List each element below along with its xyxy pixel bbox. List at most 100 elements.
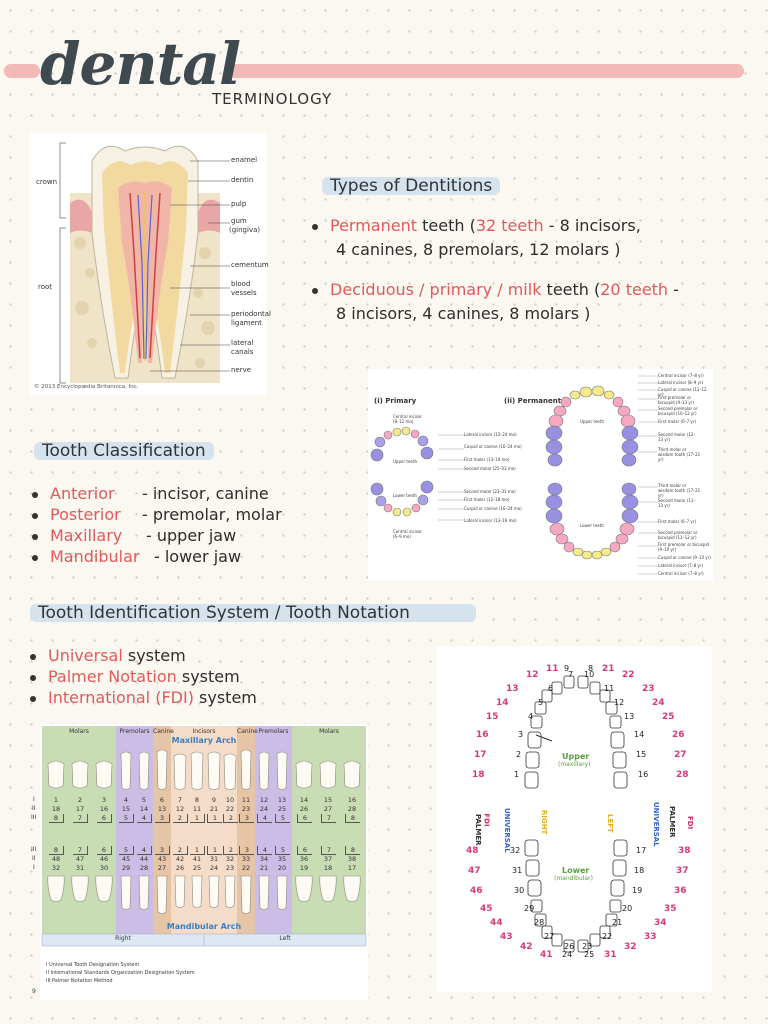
label-periodontal: periodontal	[231, 310, 271, 318]
tooth-number: 48	[51, 855, 61, 863]
universal-label-left: UNIVERSAL	[652, 802, 660, 847]
lower-arch-label: Lower	[562, 866, 590, 875]
primary-label-second-molar-lower: Second molar (23–31 mo)	[464, 489, 516, 494]
label-lateral: lateral	[231, 339, 254, 347]
arch-tooth-number: 31	[512, 866, 523, 875]
fdi-label-left: FDI	[686, 816, 694, 830]
arch-tooth-number: 6	[548, 684, 554, 693]
label-pulp: pulp	[231, 200, 247, 208]
arch-tooth-number: 48	[466, 846, 479, 856]
term-universal: Universal	[48, 646, 123, 665]
tooth-number: 2	[173, 814, 188, 823]
arch-tooth-number: 17	[474, 750, 487, 760]
tooth-number: 18	[323, 864, 333, 872]
tooth-number: 22	[225, 805, 235, 813]
perm-lower-3: Second premolar or bicuspid (11–12 yr)	[658, 530, 698, 540]
tooth-number: 6	[297, 814, 312, 823]
perm-upper-1: Lateral incisor (8–9 yr)	[658, 380, 704, 385]
tooth-number: 13	[277, 796, 287, 804]
row-mark-I-lower: I	[33, 864, 35, 871]
tooth-number: 16	[347, 796, 357, 804]
tooth-number: 4	[137, 814, 152, 823]
arch-tooth-number: 33	[644, 932, 657, 942]
group-canine-left: Canine	[237, 728, 258, 735]
arch-tooth-number: 34	[654, 918, 667, 928]
desc-posterior: - premolar, molar	[142, 505, 282, 524]
group-incisors: Incisors	[192, 728, 216, 735]
classification-heading: Tooth Classification	[34, 442, 214, 460]
tooth-cross-section-figure: enamel dentin pulp gum (gingiva) cementu…	[30, 133, 271, 395]
tooth-number: 17	[347, 864, 357, 872]
arch-tooth-number: 2	[516, 750, 522, 759]
side-right-label: RIGHT	[540, 810, 548, 835]
term-fdi: International (FDI)	[48, 688, 194, 707]
arch-tooth-number: 21	[612, 918, 623, 927]
primary-label-second-molar-upper: Second molar (25–33 mo)	[464, 466, 516, 471]
tooth-number: 16	[99, 805, 109, 813]
tooth-number: 3	[101, 796, 107, 804]
primary-label-first-molar-upper: First molar (13–19 mo)	[464, 457, 510, 462]
tooth-number: 30	[99, 864, 109, 872]
tooth-number: 2	[173, 846, 188, 855]
primary-label-canine-lower: Cuspid or canine (16–24 mo)	[464, 506, 522, 511]
legend-iso: II International Standards Organization …	[46, 970, 195, 976]
perm-lower-5: Cuspid or canine (9–10 yr)	[658, 555, 711, 560]
tooth-number: 11	[192, 805, 202, 813]
term-deciduous: Deciduous / primary / milk	[330, 280, 542, 299]
arch-tooth-number: 10	[584, 670, 595, 679]
tooth-number: 11	[241, 796, 251, 804]
tooth-number: 8	[194, 796, 200, 804]
tooth-number: 8	[345, 814, 360, 823]
desc-anterior: - incisor, canine	[142, 484, 269, 503]
arch-tooth-number: 15	[636, 750, 647, 759]
arch-tooth-number: 14	[496, 698, 509, 708]
tooth-number: 25	[192, 864, 202, 872]
tooth-number: 32	[51, 864, 61, 872]
permanent-line2: 4 canines, 8 premolars, 12 molars )	[336, 240, 621, 259]
perm-lower-0: Third molar or wisdom tooth (17–21 yr)	[658, 483, 701, 498]
tooth-number: 7	[321, 814, 336, 823]
arch-tooth-number: 11	[546, 664, 559, 674]
tooth-number: 14	[139, 805, 149, 813]
tooth-number: 1	[190, 846, 205, 855]
tooth-number: 4	[137, 846, 152, 855]
notation-chart: Molars Premolars Canine Incisors Canine …	[31, 724, 368, 1000]
tooth-number: 41	[192, 855, 202, 863]
tooth-number: 8	[345, 846, 360, 855]
primary-label-lateral-lower: Lateral incisor (13–16 mo)	[464, 518, 517, 523]
label-gingiva: (gingiva)	[229, 226, 261, 234]
tooth-number: 36	[299, 855, 309, 863]
arch-tooth-number: 21	[602, 664, 615, 674]
tooth-number: 46	[99, 855, 109, 863]
tooth-number: 3	[239, 814, 254, 823]
tooth-number: 17	[75, 805, 85, 813]
primary-upper-teeth-label: Upper teeth	[393, 459, 417, 464]
arch-tooth-number: 8	[588, 664, 594, 673]
tooth-number: 28	[139, 864, 149, 872]
arch-tooth-number: 35	[664, 904, 677, 914]
tooth-number: 7	[73, 814, 88, 823]
perm-lower-4: First premolar or bicuspid (9–10 yr)	[658, 542, 710, 552]
bullet-dot	[32, 491, 38, 498]
tooth-number: 24	[209, 864, 219, 872]
tooth-number: 1	[207, 814, 222, 823]
bullet-dot	[32, 554, 38, 561]
list-item-palmer: Palmer Notation system	[30, 667, 240, 687]
figure-credit: © 2013 Encyclopædia Britannica, Inc.	[34, 384, 139, 390]
tooth-number: 27	[323, 805, 333, 813]
tooth-number: 18	[51, 805, 61, 813]
primary-title: (i) Primary	[374, 397, 417, 405]
group-canine-right: Canine	[153, 728, 174, 735]
arch-tooth-number: 23	[582, 942, 593, 951]
bullet-dot	[32, 533, 38, 540]
group-premolars-left: Premolars	[258, 728, 289, 735]
perm-upper-6: Second molar (12–13 yr)	[658, 432, 696, 442]
rest-palmer: system	[176, 667, 240, 686]
row-mark-III-upper: III	[31, 814, 37, 821]
tooth-number: 24	[259, 805, 269, 813]
arch-tooth-number: 44	[490, 918, 503, 928]
perm-lower-7: Central incisor (7–8 yr)	[658, 571, 704, 576]
tooth-number: 38	[347, 855, 357, 863]
primary-label-central-upper: Central incisor (8–12 mo)	[393, 414, 422, 424]
left-label: Left	[279, 935, 291, 942]
